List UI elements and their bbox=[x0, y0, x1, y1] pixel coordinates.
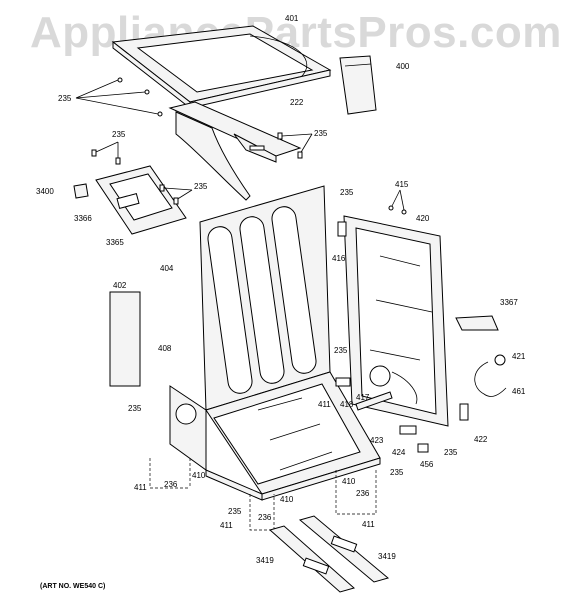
part-label-235: 235 bbox=[58, 94, 72, 103]
runners-part-3419 bbox=[268, 515, 390, 593]
bracket-part-222 bbox=[168, 101, 302, 201]
part-label-235: 235 bbox=[112, 130, 126, 139]
part-label-236: 236 bbox=[164, 480, 178, 489]
part-label-424: 424 bbox=[392, 448, 406, 457]
part-label-235: 235 bbox=[340, 188, 354, 197]
part-label-421: 421 bbox=[512, 352, 526, 361]
part-label-3419: 3419 bbox=[256, 556, 274, 565]
part-label-461: 461 bbox=[512, 387, 526, 396]
part-label-416: 416 bbox=[332, 254, 346, 263]
part-label-400: 400 bbox=[396, 62, 410, 71]
base-part-408 bbox=[169, 371, 381, 501]
part-label-235: 235 bbox=[128, 404, 142, 413]
callout-boxes bbox=[149, 458, 377, 531]
side-panel-part-400 bbox=[339, 55, 377, 115]
part-label-415: 415 bbox=[395, 180, 409, 189]
small-parts-right bbox=[335, 189, 507, 453]
control-board-parts bbox=[73, 165, 193, 235]
part-label-423: 423 bbox=[370, 436, 384, 445]
part-label-410: 410 bbox=[280, 495, 294, 504]
part-label-3366: 3366 bbox=[74, 214, 92, 223]
side-panel-part-402 bbox=[109, 291, 141, 387]
part-label-236: 236 bbox=[258, 513, 272, 522]
part-label-236: 236 bbox=[356, 489, 370, 498]
art-number-caption: (ART NO. WE540 C) bbox=[40, 583, 106, 590]
part-label-235: 235 bbox=[390, 468, 404, 477]
part-label-408: 408 bbox=[158, 344, 172, 353]
part-label-411: 411 bbox=[134, 483, 147, 492]
part-label-411: 411 bbox=[220, 521, 233, 530]
part-label-401: 401 bbox=[285, 14, 299, 23]
part-label-3400: 3400 bbox=[36, 187, 54, 196]
part-label-410: 410 bbox=[192, 471, 206, 480]
back-panel-part-420 bbox=[343, 215, 449, 427]
part-label-411: 411 bbox=[362, 520, 375, 529]
screws-group-235-mid bbox=[91, 132, 313, 165]
part-label-235: 235 bbox=[444, 448, 458, 457]
part-label-417: 417 bbox=[356, 393, 370, 402]
part-label-3367: 3367 bbox=[500, 298, 518, 307]
top-lid-part bbox=[111, 25, 332, 110]
part-label-404: 404 bbox=[160, 264, 174, 273]
part-label-418: 418 bbox=[340, 400, 354, 409]
part-label-235: 235 bbox=[228, 507, 242, 516]
part-label-410: 410 bbox=[342, 477, 356, 486]
screws-group-235-top bbox=[75, 77, 163, 117]
part-label-235: 235 bbox=[194, 182, 208, 191]
part-label-235: 235 bbox=[334, 346, 348, 355]
cabinet-part-404 bbox=[199, 185, 331, 411]
part-label-3419: 3419 bbox=[378, 552, 396, 561]
part-label-422: 422 bbox=[474, 435, 488, 444]
part-label-456: 456 bbox=[420, 460, 434, 469]
part-label-3365: 3365 bbox=[106, 238, 124, 247]
part-label-411: 411 bbox=[318, 400, 331, 409]
part-label-235: 235 bbox=[314, 129, 328, 138]
part-label-420: 420 bbox=[416, 214, 430, 223]
part-label-402: 402 bbox=[113, 281, 127, 290]
part-label-222: 222 bbox=[290, 98, 304, 107]
